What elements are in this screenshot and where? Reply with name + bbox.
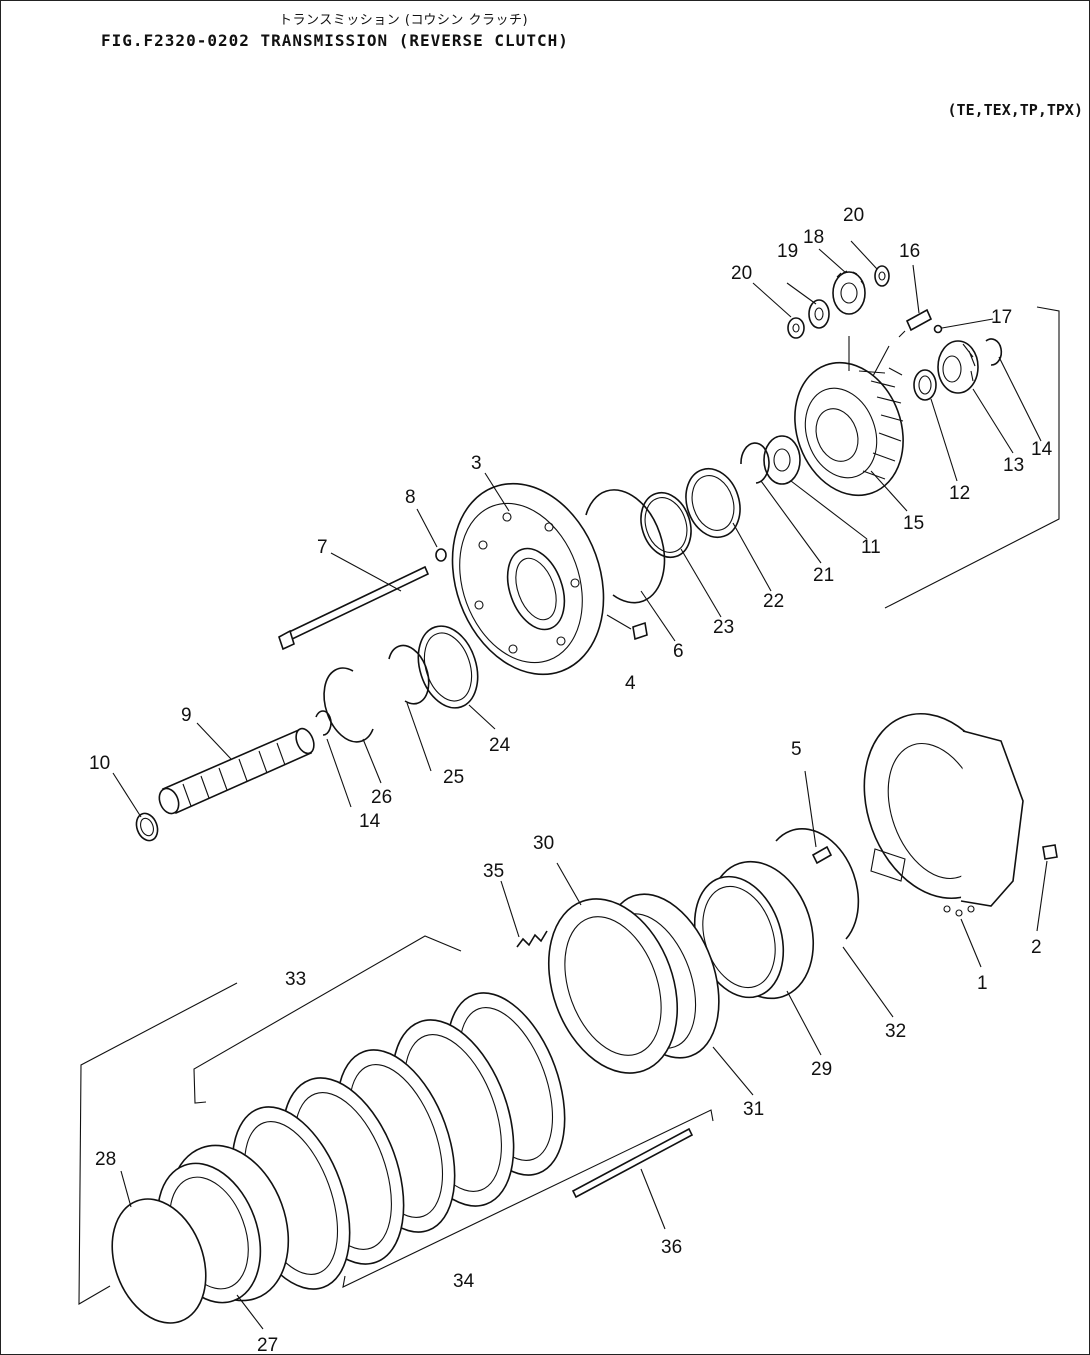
callout-32: 32 bbox=[885, 1021, 906, 1042]
callout-16: 16 bbox=[899, 241, 920, 262]
ring-part-10 bbox=[135, 812, 159, 842]
callout-36: 36 bbox=[661, 1237, 682, 1258]
leader-4 bbox=[606, 614, 632, 630]
callout-6: 6 bbox=[673, 641, 684, 662]
callout-2: 2 bbox=[1031, 937, 1042, 958]
callout-34: 34 bbox=[453, 1271, 475, 1292]
callout-9: 9 bbox=[181, 705, 192, 726]
ring-part-23 bbox=[640, 491, 692, 559]
pin-part-36 bbox=[571, 1127, 694, 1199]
leader-17 bbox=[941, 318, 994, 329]
snap-ring-part-26 bbox=[323, 667, 374, 743]
bolt-part-7 bbox=[278, 565, 430, 651]
callout-33: 33 bbox=[285, 969, 306, 990]
callout-25: 25 bbox=[443, 767, 464, 788]
callout-19: 19 bbox=[777, 241, 798, 262]
bearing-part-13 bbox=[937, 340, 979, 394]
plate-part-28 bbox=[111, 1198, 207, 1324]
nut-part-20a bbox=[787, 317, 805, 339]
spring-part-35 bbox=[516, 930, 548, 948]
bearing-part-19 bbox=[808, 299, 830, 329]
callout-26: 26 bbox=[371, 787, 392, 808]
pin-part-5 bbox=[811, 845, 833, 865]
callout-3: 3 bbox=[471, 453, 482, 474]
bracket-33 bbox=[193, 935, 462, 1104]
callout-27: 27 bbox=[257, 1335, 278, 1355]
callout-8: 8 bbox=[405, 487, 416, 508]
hub-part-27 bbox=[156, 1144, 290, 1304]
callout-29: 29 bbox=[811, 1059, 832, 1080]
plug-part-2 bbox=[1042, 844, 1058, 860]
nut-part-20b bbox=[874, 265, 890, 287]
snap-ring-part-32 bbox=[775, 828, 860, 940]
callout-20a: 20 bbox=[731, 263, 752, 284]
callout-21: 21 bbox=[813, 565, 834, 586]
leader-lines bbox=[112, 240, 1048, 1330]
callout-5: 5 bbox=[791, 739, 802, 760]
plug-part-4 bbox=[632, 621, 648, 641]
figure-title: FIG.F2320-0202 TRANSMISSION (REVERSE CLU… bbox=[101, 31, 569, 50]
callout-35: 35 bbox=[483, 861, 504, 882]
callout-7: 7 bbox=[317, 537, 328, 558]
callout-30: 30 bbox=[533, 833, 554, 854]
callout-18: 18 bbox=[803, 227, 824, 248]
callout-12: 12 bbox=[949, 483, 970, 504]
callout-22: 22 bbox=[763, 591, 784, 612]
callout-1: 1 bbox=[977, 973, 988, 994]
callout-24: 24 bbox=[489, 735, 511, 756]
callout-15: 15 bbox=[903, 513, 924, 534]
bracket-pack bbox=[78, 982, 238, 1305]
callout-20b: 20 bbox=[843, 205, 864, 226]
planet-gear-part-18 bbox=[832, 270, 866, 315]
ball-part-17 bbox=[933, 324, 943, 334]
ring-gear-part-29 bbox=[693, 860, 815, 1000]
housing-part-3 bbox=[451, 482, 605, 676]
sun-gear-part-11 bbox=[763, 435, 801, 485]
japanese-title: トランスミッション (コウシン クラッチ) bbox=[279, 13, 529, 28]
snap-ring-part-14b bbox=[315, 710, 332, 736]
clutch-housing-part-1 bbox=[863, 712, 1024, 917]
group-bracket-upper bbox=[888, 367, 903, 376]
callout-10: 10 bbox=[89, 753, 110, 774]
snap-ring-part-25 bbox=[388, 644, 430, 705]
end-plate-part-30 bbox=[547, 898, 679, 1074]
callout-13: 13 bbox=[1003, 455, 1024, 476]
callout-14a: 14 bbox=[1031, 439, 1053, 460]
callout-4: 4 bbox=[625, 673, 636, 694]
model-list: (TE,TEX,TP,TPX) bbox=[947, 101, 1083, 119]
bracket-34 bbox=[342, 1109, 714, 1288]
washer-part-12 bbox=[913, 369, 937, 401]
snap-ring-part-21 bbox=[740, 442, 770, 484]
carrier-part-15 bbox=[794, 361, 904, 497]
callout-11: 11 bbox=[861, 537, 881, 558]
callout-17: 17 bbox=[991, 307, 1012, 328]
pin-part-16 bbox=[905, 308, 933, 332]
leader-16-to-carrier bbox=[872, 330, 906, 377]
callout-28: 28 bbox=[95, 1149, 116, 1170]
washer-part-8 bbox=[435, 548, 447, 562]
callout-31: 31 bbox=[743, 1099, 764, 1120]
snap-ring-part-14a bbox=[985, 338, 1003, 366]
ring-part-22 bbox=[685, 467, 741, 539]
snap-ring-part-6 bbox=[585, 489, 666, 604]
shaft-part-9 bbox=[158, 727, 315, 815]
group-bracket-right bbox=[884, 306, 1060, 609]
callout-14b: 14 bbox=[359, 811, 381, 832]
callout-23: 23 bbox=[713, 617, 734, 638]
